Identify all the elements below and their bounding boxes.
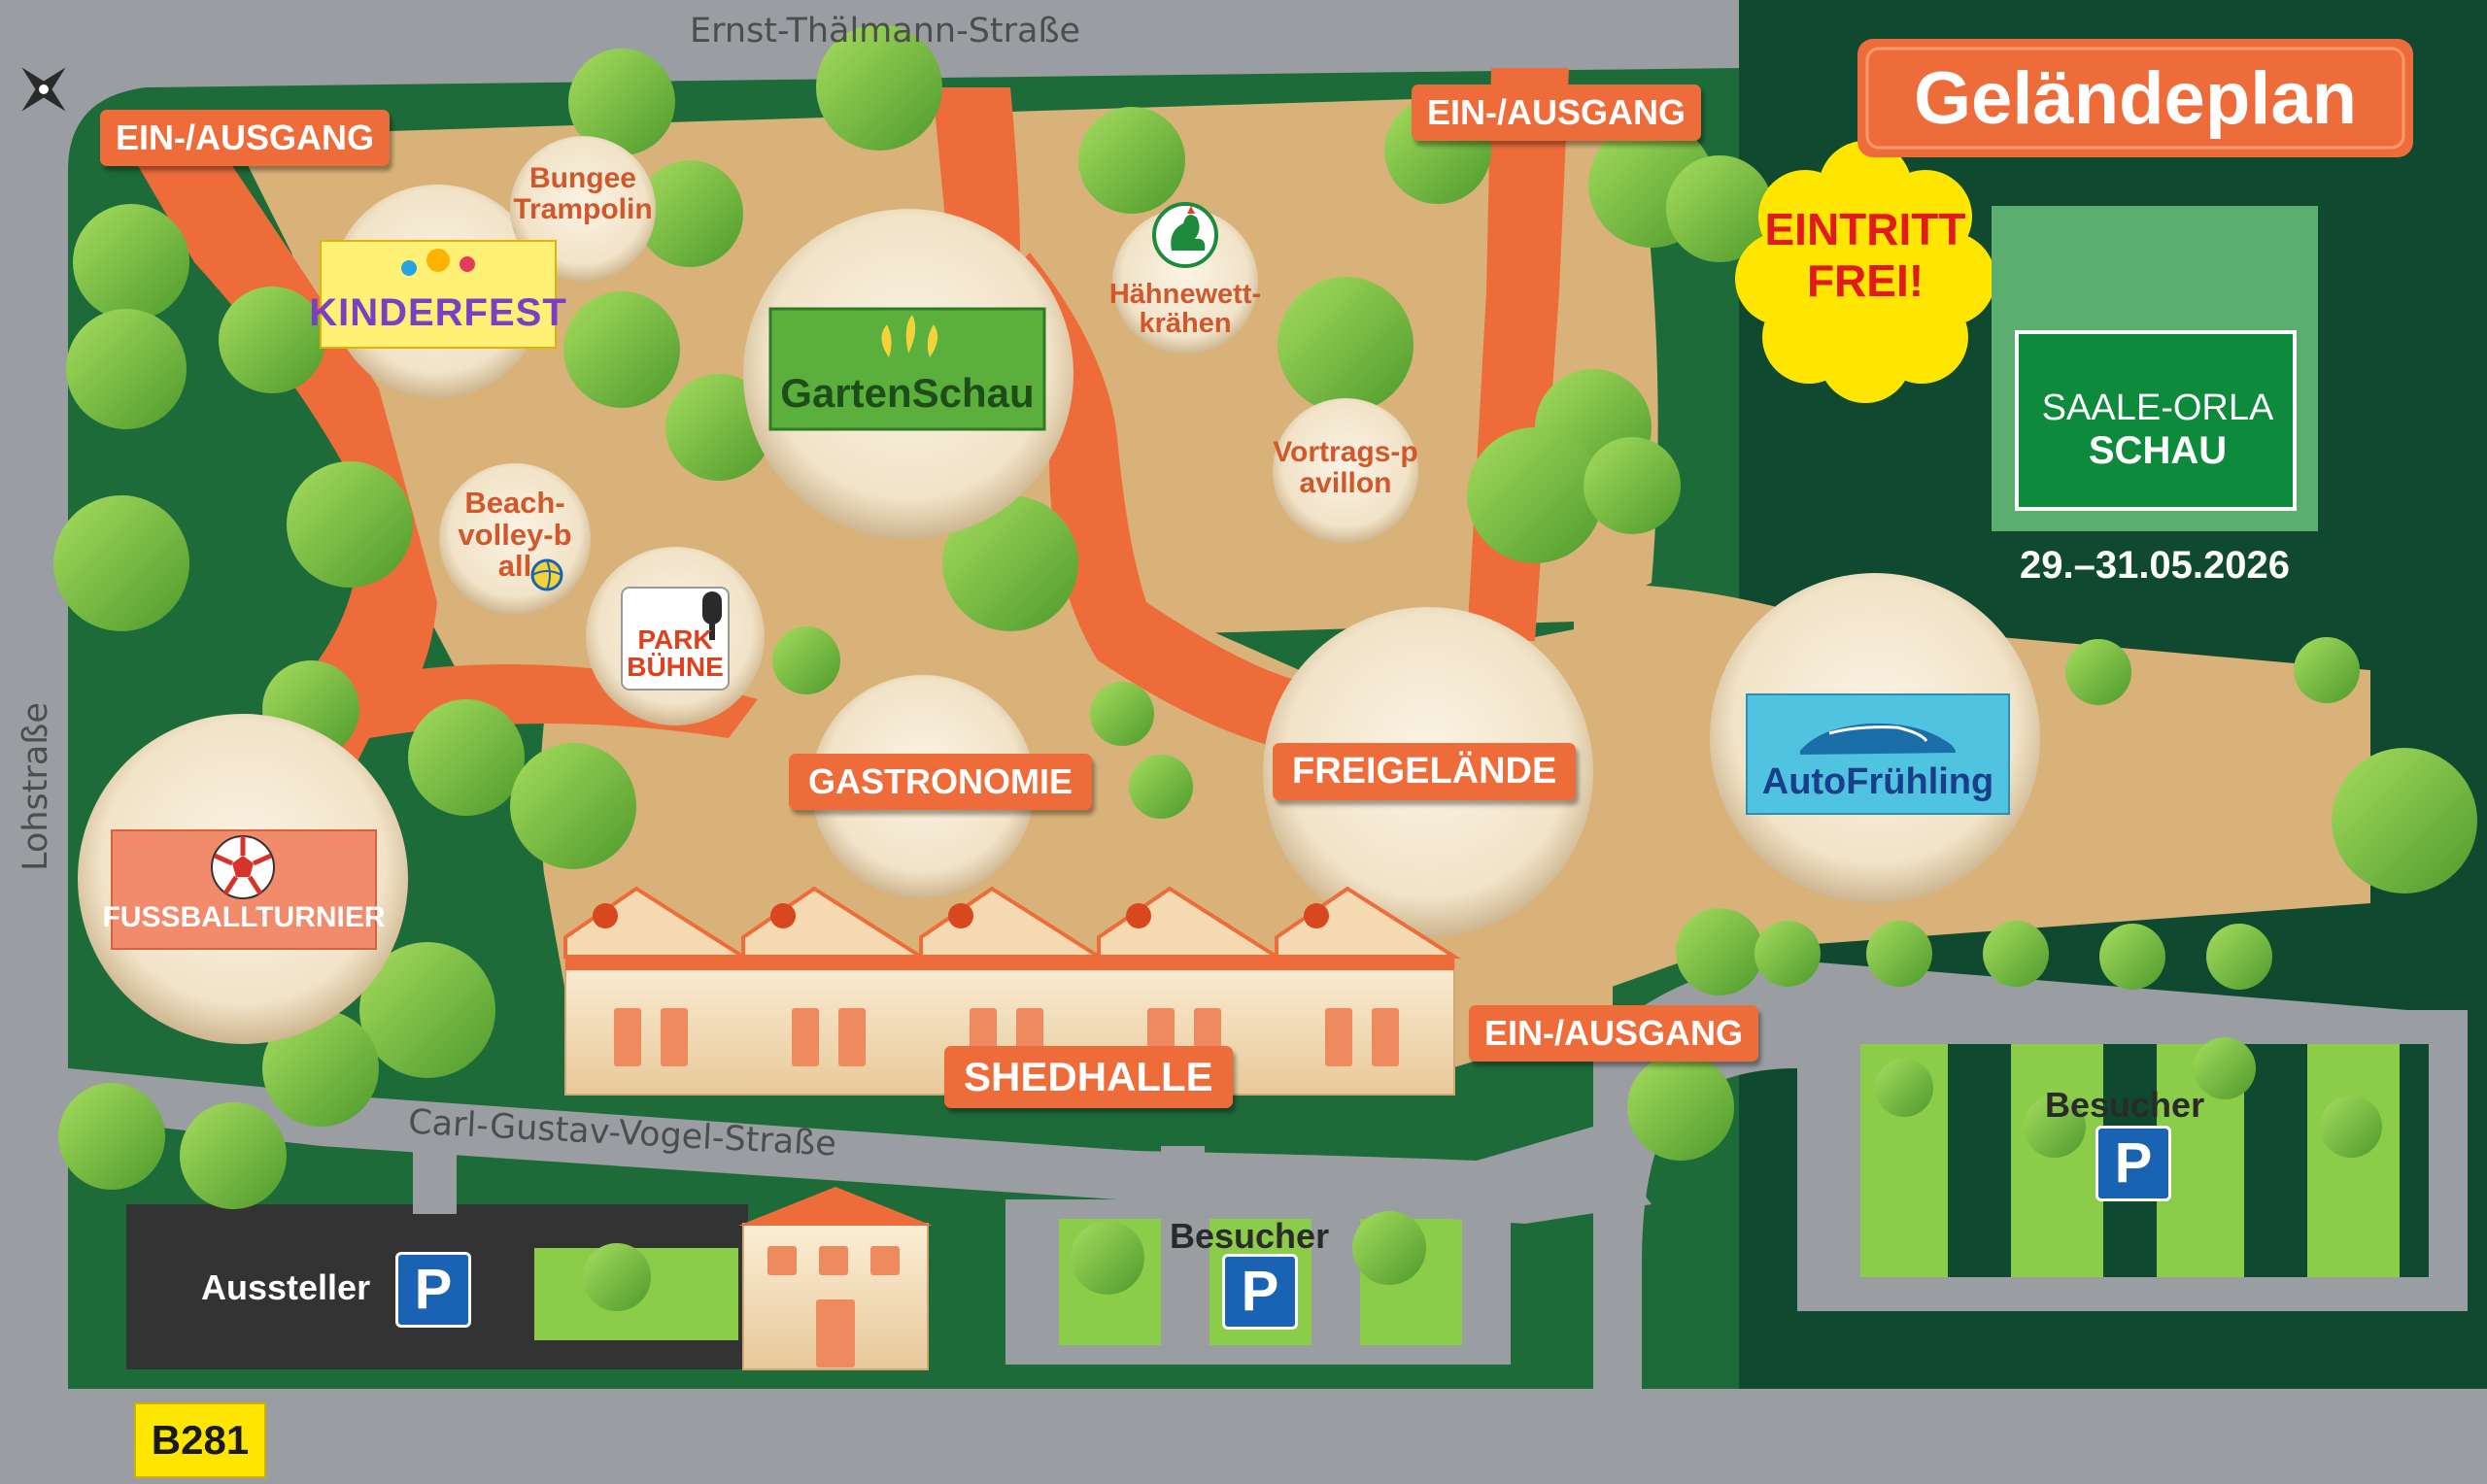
soccer-ball-icon bbox=[211, 835, 275, 899]
tree-cluster-parking bbox=[583, 1037, 2382, 1311]
road-stub-1 bbox=[413, 1146, 457, 1214]
sprout-icon bbox=[881, 315, 938, 357]
circle-haehne bbox=[1112, 209, 1258, 354]
event-date: 29.–31.05.2026 bbox=[2019, 544, 2291, 587]
gartenschau-label: GartenSchau bbox=[780, 370, 1035, 416]
autofruehling-label: AutoFrühling bbox=[1761, 760, 1994, 802]
event-name-line2: SCHAU bbox=[2088, 428, 2228, 472]
sun-icon bbox=[1735, 141, 1995, 403]
vortrag-label: Vortrags-pavillon bbox=[1273, 436, 1418, 499]
event-logo-text: SAALE-ORLA SCHAU bbox=[2017, 388, 2299, 472]
free-entry-line1: EINTRITT bbox=[1764, 204, 1966, 254]
shedhalle-label: SHEDHALLE bbox=[944, 1046, 1233, 1108]
parkbuehne-box bbox=[621, 587, 730, 691]
highway-label: B281 bbox=[134, 1402, 266, 1478]
visitor-parking-1-sign: P bbox=[1222, 1254, 1298, 1330]
microphone-icon bbox=[702, 591, 722, 640]
path-west bbox=[126, 146, 437, 903]
car-icon bbox=[1800, 723, 1956, 755]
kinderfest-label: KINDERFEST bbox=[309, 290, 567, 334]
rooster-icon bbox=[1152, 202, 1218, 268]
fussball-label: FUSSBALLTURNIER bbox=[102, 901, 386, 933]
autofruehling-box bbox=[1746, 693, 2010, 815]
page-title: Geländeplan bbox=[1913, 57, 2358, 140]
parkbuehne-label: PARK BÜHNE bbox=[627, 624, 724, 682]
haehne-label: Hähnewett-krähen bbox=[1108, 279, 1262, 340]
kinderfest-decor bbox=[401, 249, 475, 276]
tree-cluster-west bbox=[53, 204, 636, 1209]
volleyball-icon bbox=[530, 558, 563, 591]
beach-label: Beach-volley-ball bbox=[458, 486, 572, 584]
visitor-parking-2-green-d bbox=[2307, 1044, 2400, 1277]
compass-icon bbox=[21, 67, 66, 112]
gate-southeast: EIN-/AUSGANG bbox=[1469, 1005, 1759, 1062]
visitor-parking-1-label: Besucher bbox=[1170, 1216, 1330, 1256]
free-entry-line2: FREI! bbox=[1806, 254, 1925, 306]
street-north-label: Ernst-Thälmann-Straße bbox=[690, 12, 1081, 51]
circle-vortrag bbox=[1273, 398, 1418, 544]
exhibitor-parking-label: Aussteller bbox=[201, 1267, 371, 1307]
road-south bbox=[68, 1068, 1652, 1224]
gastronomie-label: GASTRONOMIE bbox=[789, 754, 1093, 810]
title-board bbox=[1857, 39, 2413, 157]
path-center-curve bbox=[991, 253, 1321, 753]
house-building bbox=[738, 1187, 933, 1370]
free-entry-badge: EINTRITT FREI! bbox=[1744, 204, 1987, 307]
tree-cluster-north bbox=[563, 24, 1491, 819]
visitor-parking-2-green-b bbox=[2011, 1044, 2103, 1277]
visitor-parking-2-label: Besucher bbox=[2045, 1085, 2205, 1125]
event-logo-box bbox=[2015, 330, 2297, 511]
freigelaende-label: FREIGELÄNDE bbox=[1273, 743, 1577, 800]
gate-northwest: EIN-/AUSGANG bbox=[100, 110, 391, 166]
gate-north: EIN-/AUSGANG bbox=[1412, 84, 1702, 141]
event-name-line1: SAALE-ORLA bbox=[2041, 388, 2274, 428]
exhibitor-parking-sign: P bbox=[395, 1252, 471, 1328]
visitor-parking-2-sign: P bbox=[2095, 1126, 2171, 1201]
bungee-label: Bungee Trampolin bbox=[513, 162, 653, 225]
street-west-label: Lohstraße bbox=[16, 702, 55, 871]
